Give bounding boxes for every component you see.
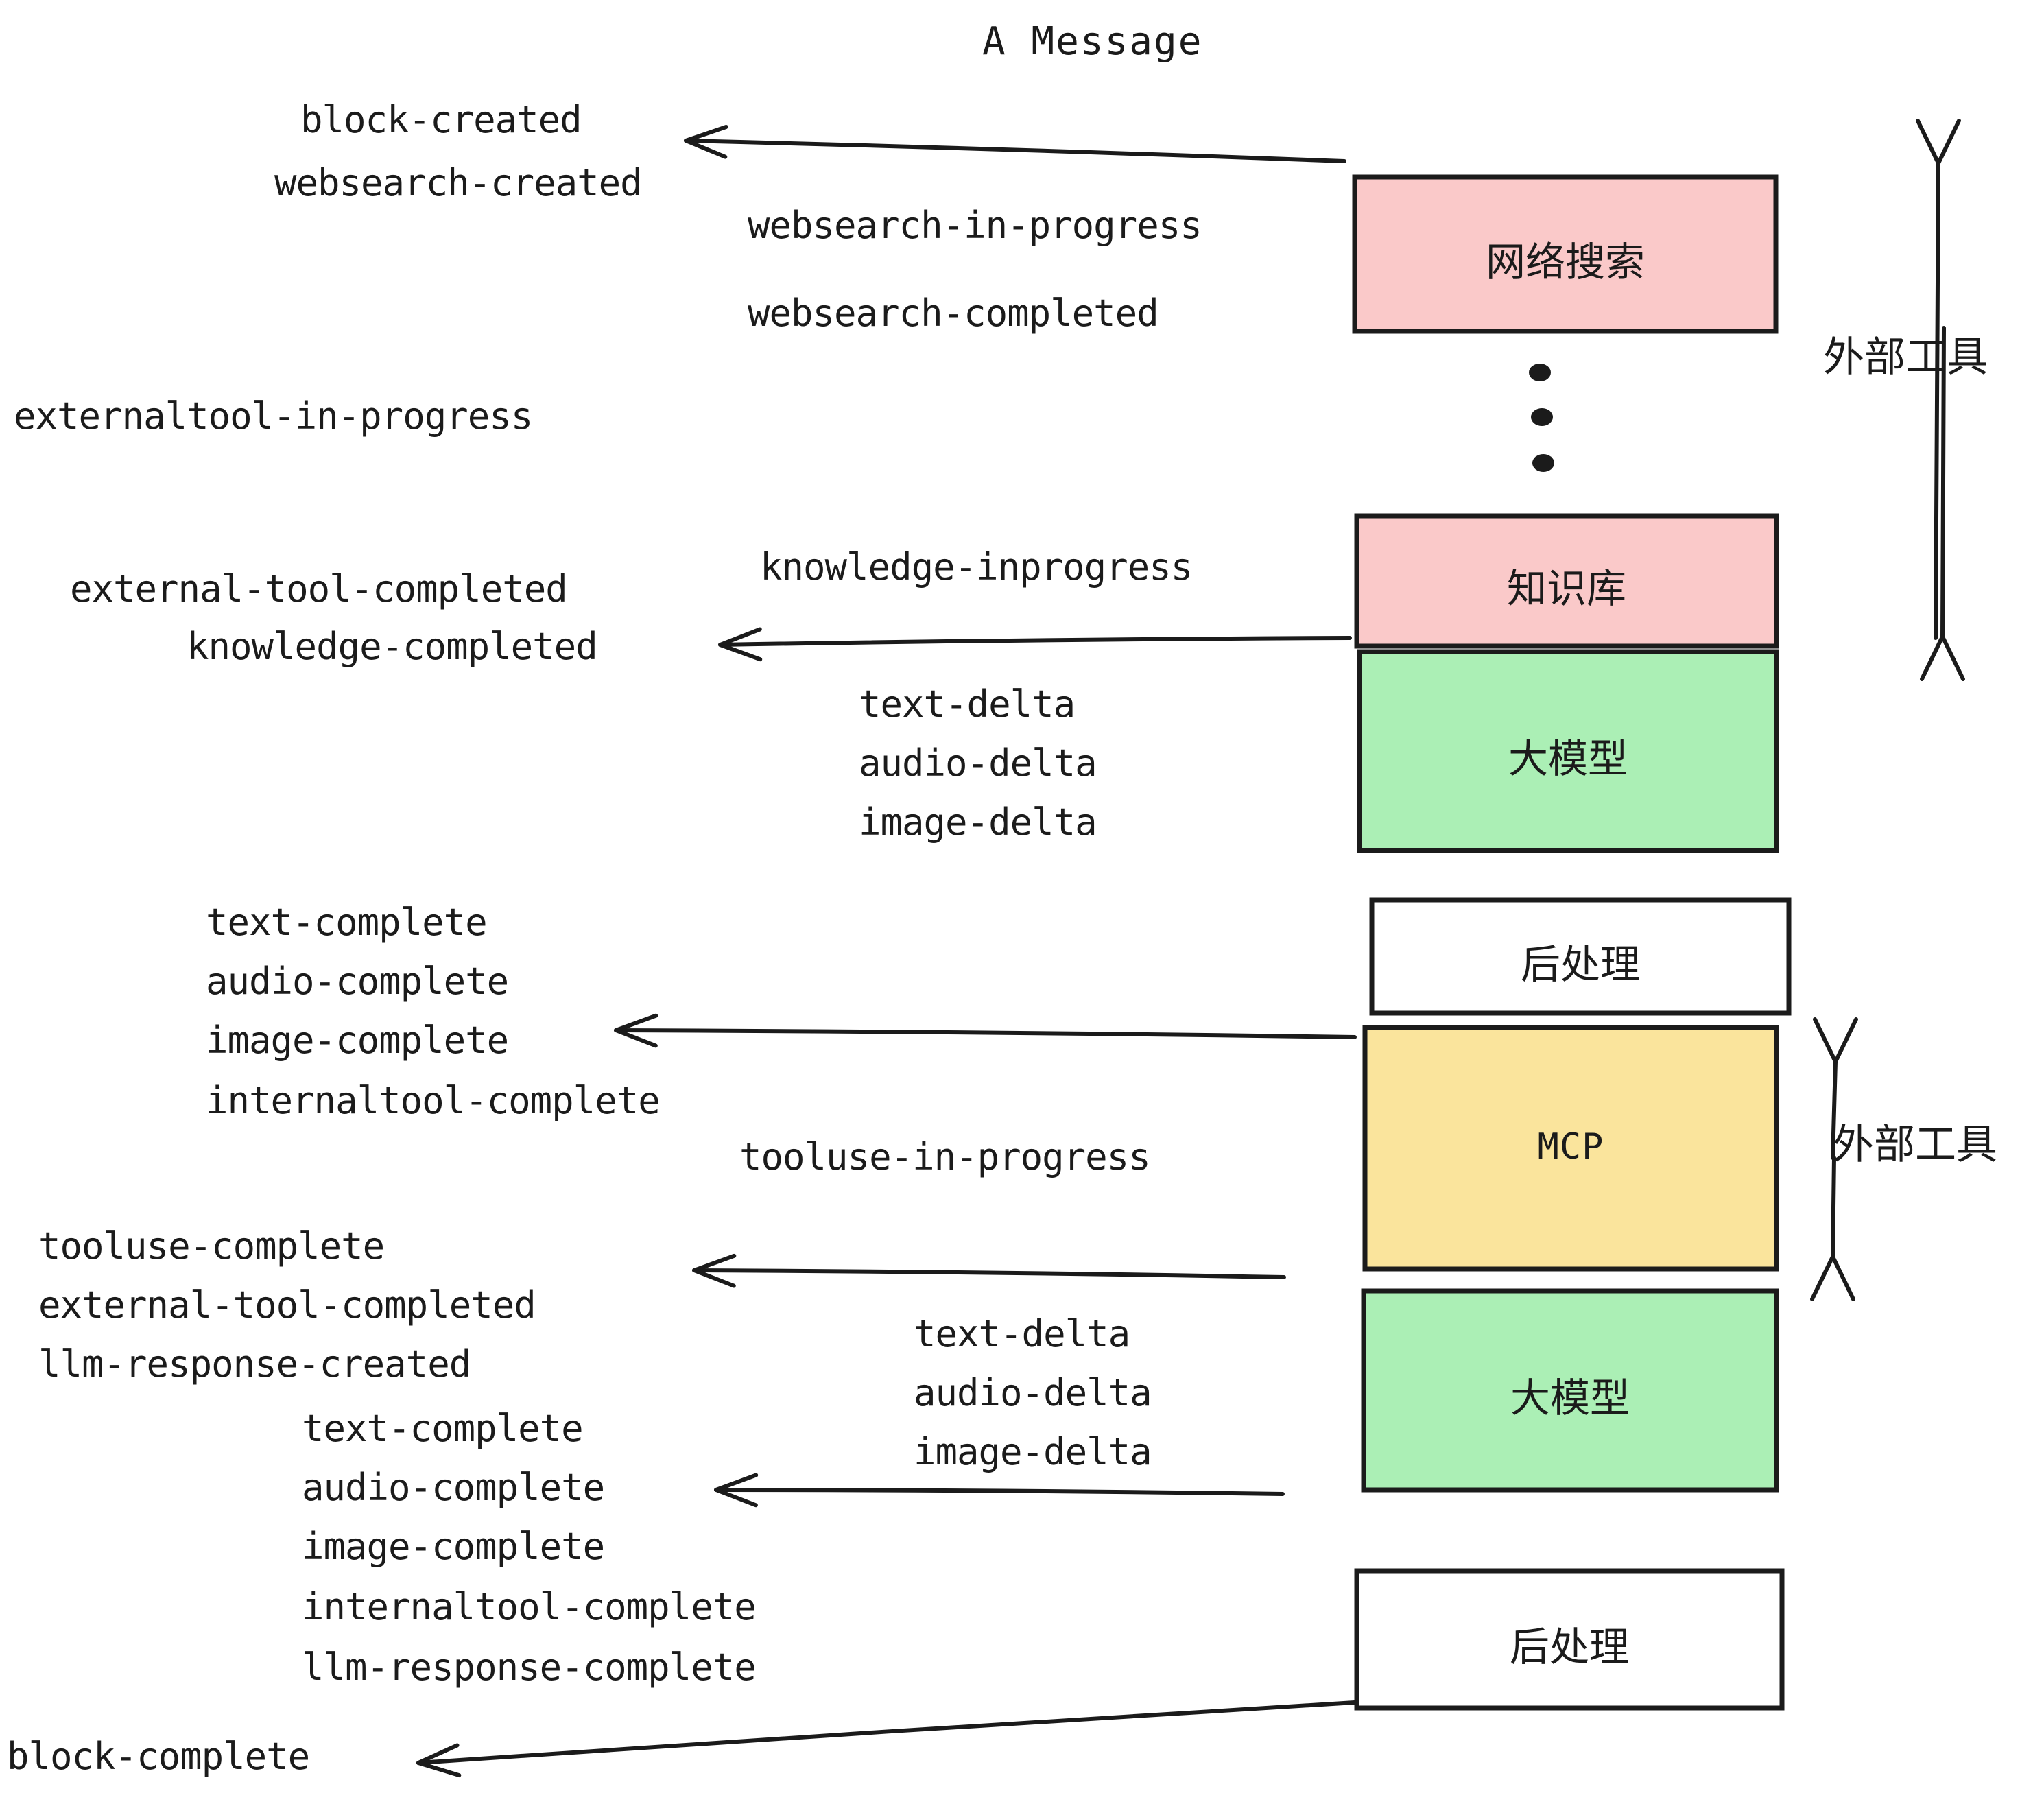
- event-label-text-delta-1: text-delta: [859, 683, 1076, 726]
- ellipsis-dot-2: [1531, 408, 1553, 426]
- box-label-llm-2: 大模型: [1510, 1375, 1630, 1422]
- event-label-websearch-created: websearch-created: [274, 161, 643, 204]
- ellipsis-dot-1: [1529, 364, 1551, 381]
- arrow-tooluse-complete-head: [692, 1253, 737, 1288]
- box-llm-2: [1361, 1288, 1779, 1493]
- event-label-audio-delta-1: audio-delta: [859, 741, 1097, 785]
- event-label-external-tool-completed-2: external-tool-completed: [38, 1283, 536, 1327]
- arrow-knowledge-completed-head: [718, 627, 763, 662]
- external-tool-range-bottom2-head: [1810, 1255, 1855, 1301]
- box-label-llm-1: 大模型: [1508, 735, 1628, 783]
- box-rect-llm-2: [1361, 1288, 1779, 1493]
- external-tool-range-bottom2-shaft: [1831, 1156, 1836, 1259]
- arrow-knowledge-completed: [718, 627, 1352, 662]
- event-label-tooluse-in-progress: tooluse-in-progress: [739, 1135, 1151, 1178]
- arrow-block-complete-head: [416, 1743, 462, 1778]
- event-label-image-complete-2: image-complete: [302, 1525, 605, 1568]
- event-label-tooluse-complete: tooluse-complete: [38, 1224, 385, 1268]
- box-label-websearch: 网络搜索: [1485, 238, 1645, 285]
- event-label-internaltool-complete-2: internaltool-complete: [302, 1585, 757, 1628]
- box-rect-postprocess-1: [1369, 897, 1792, 1016]
- external-tool-range-top2: [1920, 326, 1965, 681]
- external-tool-range-top-head: [1916, 119, 1961, 165]
- event-label-text-complete-2: text-complete: [302, 1407, 584, 1450]
- event-label-image-delta-1: image-delta: [859, 800, 1097, 844]
- arrow-tooluse-complete-shaft: [692, 1268, 1286, 1279]
- event-label-image-complete-1: image-complete: [206, 1019, 509, 1062]
- external-tool-range-bottom-shaft: [1831, 1060, 1838, 1160]
- external-tool-range-top2-shaft: [1940, 326, 1946, 639]
- box-llm-1: [1357, 649, 1779, 853]
- box-rect-knowledge: [1354, 513, 1779, 649]
- box-postprocess-2: [1354, 1568, 1785, 1711]
- event-label-websearch-completed: websearch-completed: [748, 292, 1159, 335]
- arrow-image-complete: [614, 1013, 1357, 1048]
- arrow-audio-complete: [714, 1473, 1285, 1508]
- event-label-llm-response-created: llm-response-created: [38, 1342, 471, 1386]
- box-websearch: [1352, 174, 1779, 334]
- ellipsis-dot-3: [1532, 454, 1554, 472]
- box-rect-postprocess-2: [1354, 1568, 1785, 1711]
- event-label-audio-complete-2: audio-complete: [302, 1466, 605, 1509]
- event-label-block-created: block-created: [300, 98, 582, 141]
- arrow-audio-complete-head: [714, 1473, 759, 1508]
- arrow-tooluse-complete: [692, 1253, 1286, 1288]
- box-label-postprocess-2: 后处理: [1509, 1624, 1629, 1671]
- event-label-text-delta-2: text-delta: [914, 1312, 1130, 1355]
- arrow-block-created: [684, 124, 1346, 163]
- arrow-block-created-shaft: [684, 139, 1346, 163]
- box-postprocess-1: [1369, 897, 1792, 1016]
- arrow-knowledge-completed-shaft: [718, 636, 1352, 647]
- page-title: A Message: [982, 19, 1203, 64]
- box-label-mcp: MCP: [1537, 1126, 1604, 1167]
- event-label-externaltool-in-progress: externaltool-in-progress: [14, 394, 533, 438]
- box-knowledge: [1354, 513, 1779, 649]
- external-tool-range-top: [1916, 119, 1961, 640]
- box-rect-mcp: [1362, 1025, 1779, 1272]
- external-tool-range-top2-head: [1920, 634, 1965, 681]
- event-label-image-delta-2: image-delta: [914, 1430, 1152, 1473]
- event-label-llm-response-complete: llm-response-complete: [302, 1646, 757, 1689]
- event-label-websearch-in-progress: websearch-in-progress: [748, 204, 1202, 247]
- arrow-block-created-head: [684, 124, 728, 159]
- arrow-image-complete-shaft: [614, 1028, 1357, 1039]
- arrow-audio-complete-shaft: [714, 1488, 1285, 1496]
- external-tool-range-top-shaft: [1934, 161, 1940, 640]
- side-label-external-tool-bottom: 外部工具: [1833, 1121, 1997, 1169]
- box-label-knowledge: 知识库: [1506, 565, 1626, 613]
- arrow-image-complete-head: [614, 1013, 658, 1048]
- box-mcp: [1362, 1025, 1779, 1272]
- event-label-external-tool-completed-1: external-tool-completed: [70, 567, 568, 610]
- box-label-postprocess-1: 后处理: [1520, 940, 1640, 988]
- arrow-block-complete-shaft: [416, 1700, 1357, 1765]
- box-rect-llm-1: [1357, 649, 1779, 853]
- event-label-audio-delta-2: audio-delta: [914, 1371, 1152, 1414]
- external-tool-range-bottom2: [1810, 1156, 1855, 1301]
- event-label-text-complete-1: text-complete: [206, 901, 488, 944]
- box-rect-websearch: [1352, 174, 1779, 334]
- external-tool-range-bottom-head: [1813, 1017, 1858, 1064]
- external-tool-range-bottom: [1813, 1017, 1858, 1160]
- arrow-block-complete: [416, 1700, 1357, 1778]
- event-label-audio-complete-1: audio-complete: [206, 960, 509, 1003]
- event-label-knowledge-completed: knowledge-completed: [187, 625, 598, 668]
- event-label-block-complete: block-complete: [7, 1735, 310, 1778]
- side-label-external-tool-top: 外部工具: [1823, 333, 1988, 381]
- event-label-knowledge-inprogress: knowledge-inprogress: [760, 545, 1193, 589]
- event-label-internaltool-complete-1: internaltool-complete: [206, 1079, 661, 1122]
